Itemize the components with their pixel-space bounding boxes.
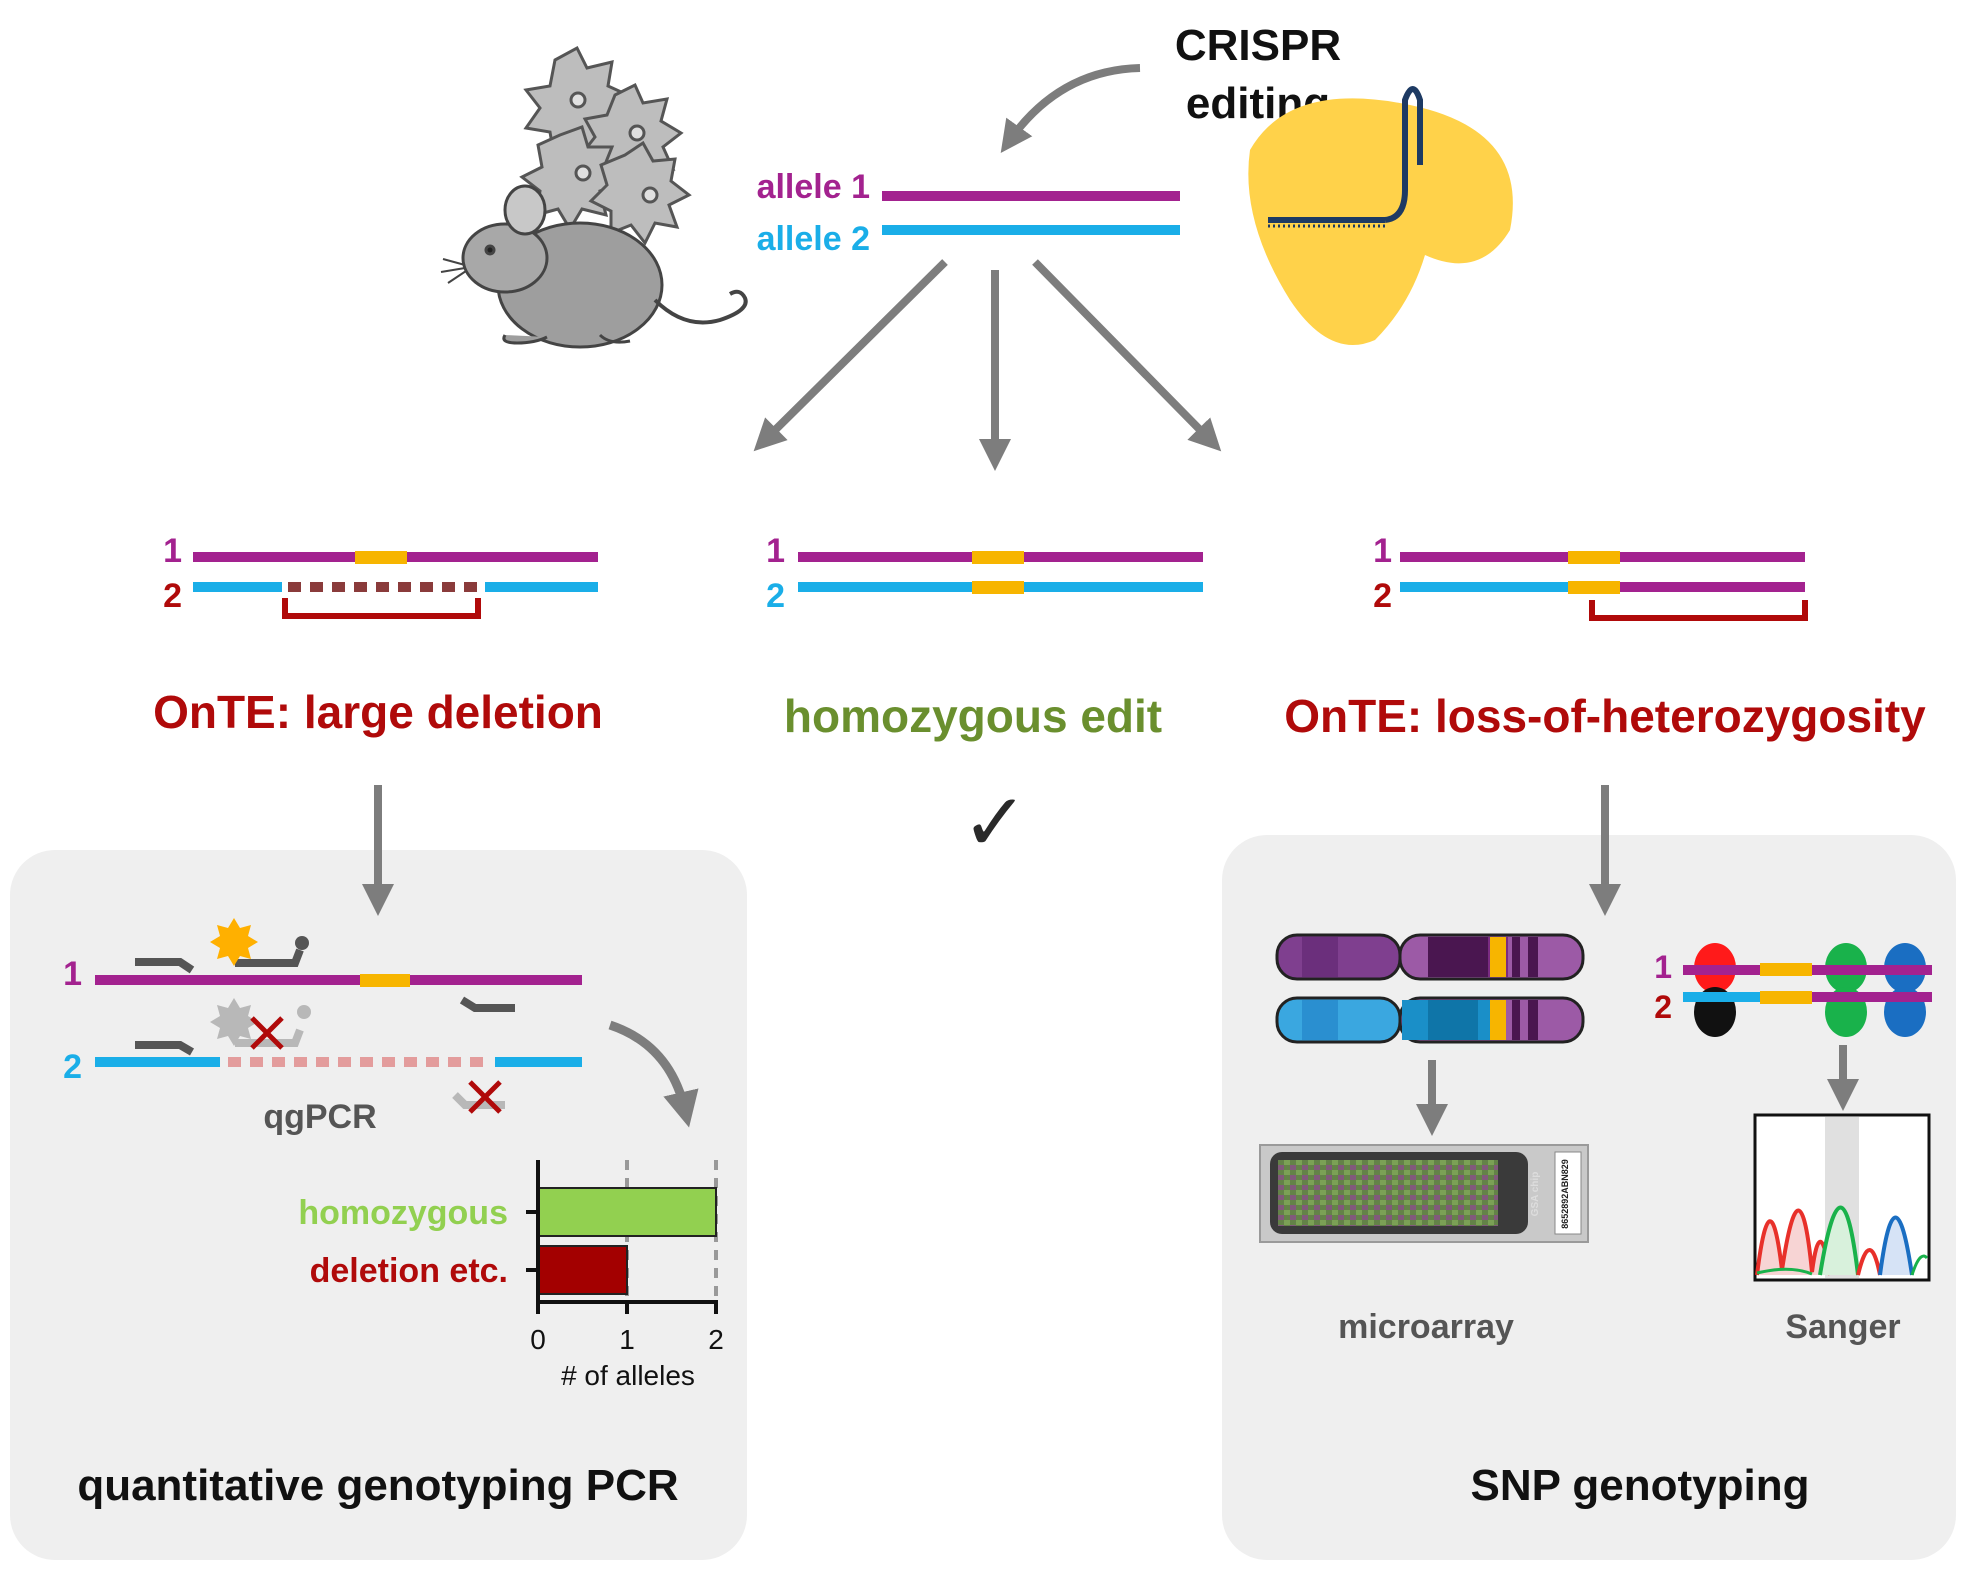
microarray-chip-icon: GSA chip 8652892ABN829	[1259, 1144, 1589, 1243]
left-outcome-title: OnTE: large deletion	[153, 686, 603, 738]
guide-rna-icon	[1268, 86, 1423, 228]
snp-num2: 2	[1654, 989, 1672, 1025]
outcome-large-deletion: 1 2 OnTE: large deletion	[153, 532, 603, 738]
allele1-label: allele 1	[757, 168, 870, 206]
qg-num2: 2	[63, 1048, 82, 1086]
bar-homozygous	[537, 1187, 717, 1237]
mouse-illustration	[440, 184, 748, 349]
qgpcr-schematic: 1 2 qgPCR	[63, 918, 699, 1136]
crispr-label-line1: CRISPR	[1175, 21, 1341, 70]
chart-xlabel: # of alleles	[561, 1360, 695, 1391]
cells-illustration	[519, 45, 692, 246]
category-label-deletion: deletion etc.	[310, 1252, 508, 1290]
right-num1: 1	[1373, 532, 1392, 570]
left-num1: 1	[163, 532, 182, 570]
outcome-loh: 1 2 OnTE: loss-of-heterozygosity	[1284, 532, 1926, 742]
branch-arrow-left	[753, 259, 948, 452]
mid-num2: 2	[766, 577, 785, 615]
xtick-label-0: 0	[530, 1324, 546, 1355]
outcome-homozygous-edit: 1 2 homozygous edit ✓	[766, 532, 1203, 867]
qg-num1: 1	[63, 955, 82, 993]
chromosome-ideograms	[1275, 933, 1585, 1044]
svg-text:GSA chip: GSA chip	[1530, 1172, 1541, 1217]
snp-panel-title: SNP genotyping	[1471, 1461, 1810, 1510]
cross-icon	[468, 1080, 502, 1114]
mid-outcome-title: homozygous edit	[784, 690, 1162, 742]
left-num2: 2	[163, 577, 182, 615]
crispr-arrow	[1000, 64, 1141, 154]
mid-num1: 1	[766, 532, 785, 570]
snp-alleles: 1 2	[1654, 943, 1932, 1037]
branch-arrow-right	[1032, 259, 1222, 452]
category-label-homozygous: homozygous	[298, 1194, 508, 1232]
allele-count-chart: homozygous deletion etc. 0 1 2 # of alle…	[298, 1160, 724, 1391]
qgpcr-curved-arrow	[608, 1020, 699, 1128]
snp-num1: 1	[1654, 949, 1672, 985]
right-outcome-title: OnTE: loss-of-heterozygosity	[1284, 690, 1926, 742]
sanger-chromatogram-icon	[1753, 1113, 1931, 1282]
checkmark-icon: ✓	[961, 778, 1028, 867]
xtick-label-1: 1	[619, 1324, 635, 1355]
microarray-label: microarray	[1338, 1308, 1514, 1346]
qgpcr-panel-title: quantitative genotyping PCR	[77, 1461, 678, 1510]
xtick-label-2: 2	[708, 1324, 724, 1355]
qgpcr-label: qgPCR	[263, 1098, 376, 1136]
sanger-label: Sanger	[1785, 1308, 1900, 1346]
qgpcr-panel-bg	[10, 850, 747, 1560]
cross-icon	[250, 1016, 284, 1050]
bar-deletion	[537, 1245, 628, 1295]
right-num2: 2	[1373, 577, 1392, 615]
allele2-label: allele 2	[757, 220, 870, 258]
svg-text:8652892ABN829: 8652892ABN829	[1560, 1159, 1570, 1229]
